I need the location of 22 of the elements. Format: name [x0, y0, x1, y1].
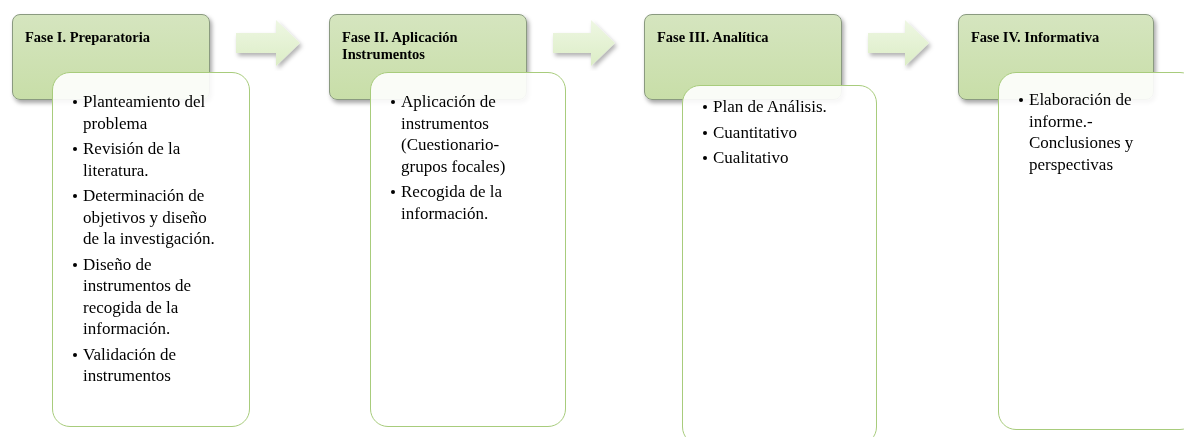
block-arrow — [868, 20, 929, 66]
list-item-text: Planteamiento del problema — [83, 92, 206, 133]
phase-title: Fase II. Aplicación Instrumentos — [342, 29, 459, 63]
phase-title: Fase IV. Informativa — [971, 29, 1101, 46]
list-item-text: Elaboración de informe.- Conclusiones y perspectivas — [1029, 90, 1134, 174]
list-item-text: Cuantitativo — [713, 122, 798, 142]
phase-title: Fase III. Analítica — [657, 29, 770, 46]
list-item-text: Diseño de instrumentos de recogida de la información. — [83, 254, 192, 338]
list-item-text: Cualitativo — [713, 148, 789, 167]
task-list-box — [370, 72, 566, 427]
list-item-text: Recogida de la información. — [401, 182, 502, 223]
phase-title: Fase I. Preparatoria — [25, 29, 151, 46]
list-item-text: Plan de Análisis. — [713, 97, 827, 116]
block-arrow — [553, 20, 615, 66]
task-list-box — [682, 85, 877, 437]
task-list-box — [998, 72, 1184, 430]
task-list-box — [52, 72, 250, 427]
block-arrow — [236, 20, 300, 66]
list-item-text: Determinación de objetivos y diseño de la investigación. — [83, 186, 215, 248]
list-item-text: Validación de instrumentos — [83, 344, 176, 385]
list-item-text: Revisión de la literatura. — [83, 139, 181, 180]
list-item-text: Aplicación de instrumentos (Cuestionario-grupos focales) — [401, 92, 506, 176]
